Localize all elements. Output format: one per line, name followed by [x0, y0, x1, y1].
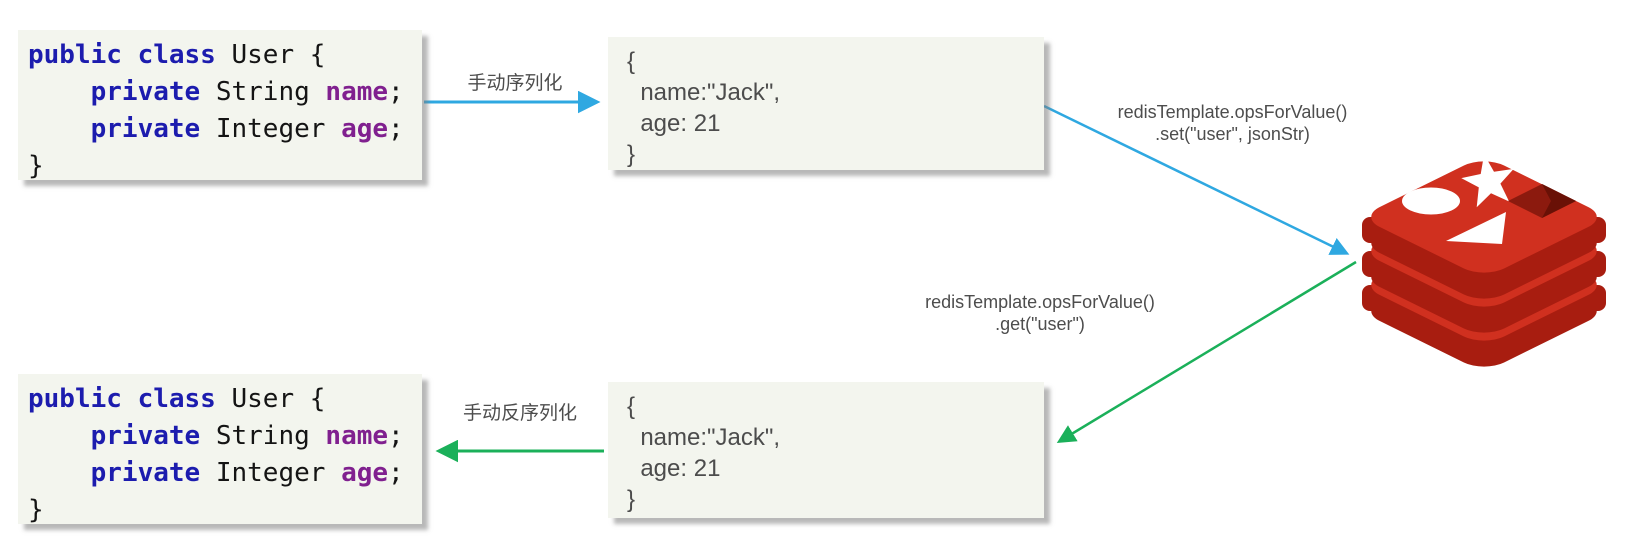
serialize-label: 手动序列化 [467, 73, 563, 94]
code-punct: } [28, 151, 44, 181]
java-user-class-box-bottom: public class User { private String name;… [18, 374, 422, 525]
redis-top-shapes [1402, 156, 1576, 244]
redis-set-label-line1: redisTemplate.opsForValue() [1117, 102, 1348, 122]
code-line: public class User { [28, 381, 412, 418]
code-keyword: private [28, 421, 201, 451]
code-field: age [341, 458, 389, 488]
redis-star-shape [1461, 156, 1514, 208]
code-text: User { [215, 384, 326, 414]
redis-get-label-line2: .get("user") [995, 314, 1085, 334]
code-punct: ; [388, 421, 404, 451]
code-type: String [200, 77, 326, 107]
code-type: Integer [200, 114, 342, 144]
code-punct: ; [388, 77, 404, 107]
code-line: } [28, 148, 412, 185]
code-line: private Integer age; [28, 455, 412, 492]
code-keyword: private [28, 114, 201, 144]
json-line: } [627, 141, 636, 168]
code-type: Integer [200, 458, 342, 488]
json-string-box-bottom: { name:"Jack", age: 21 } [608, 382, 1044, 518]
code-keyword: private [28, 77, 201, 107]
code-punct: } [28, 495, 44, 525]
code-type: String [200, 421, 326, 451]
redis-logo-icon [1362, 156, 1606, 367]
code-line: } [28, 492, 412, 529]
json-line: name:"Jack", [627, 79, 781, 106]
json-line: age: 21 [627, 455, 721, 482]
code-field: name [325, 77, 389, 107]
json-line: age: 21 [627, 110, 721, 137]
code-keyword: public class [28, 40, 216, 70]
json-line: } [627, 486, 636, 513]
redis-get-label: redisTemplate.opsForValue() .get("user") [880, 291, 1200, 335]
redis-circle-shape [1402, 187, 1460, 215]
code-line: private Integer age; [28, 111, 412, 148]
redis-triangle-shape [1446, 212, 1506, 244]
code-field: age [341, 114, 389, 144]
java-user-class-box-top: public class User { private String name;… [18, 30, 422, 181]
code-field: name [325, 421, 389, 451]
code-line: private String name; [28, 418, 412, 455]
json-line: { [627, 393, 636, 420]
code-keyword: private [28, 458, 201, 488]
deserialize-label: 手动反序列化 [462, 403, 577, 424]
redis-square-hole [1508, 184, 1576, 218]
code-punct: ; [388, 114, 404, 144]
json-line: name:"Jack", [627, 424, 781, 451]
code-line: private String name; [28, 74, 412, 111]
redis-set-label-line2: .set("user", jsonStr) [1155, 124, 1310, 144]
code-keyword: public class [28, 384, 216, 414]
json-string-box-top: { name:"Jack", age: 21 } [608, 37, 1044, 170]
redis-set-label: redisTemplate.opsForValue() .set("user",… [1060, 101, 1405, 145]
code-line: public class User { [28, 37, 412, 74]
code-punct: ; [388, 458, 404, 488]
get-user-arrow [1056, 260, 1357, 443]
redis-get-label-line1: redisTemplate.opsForValue() [925, 292, 1155, 312]
code-text: User { [215, 40, 326, 70]
json-line: { [627, 48, 636, 75]
